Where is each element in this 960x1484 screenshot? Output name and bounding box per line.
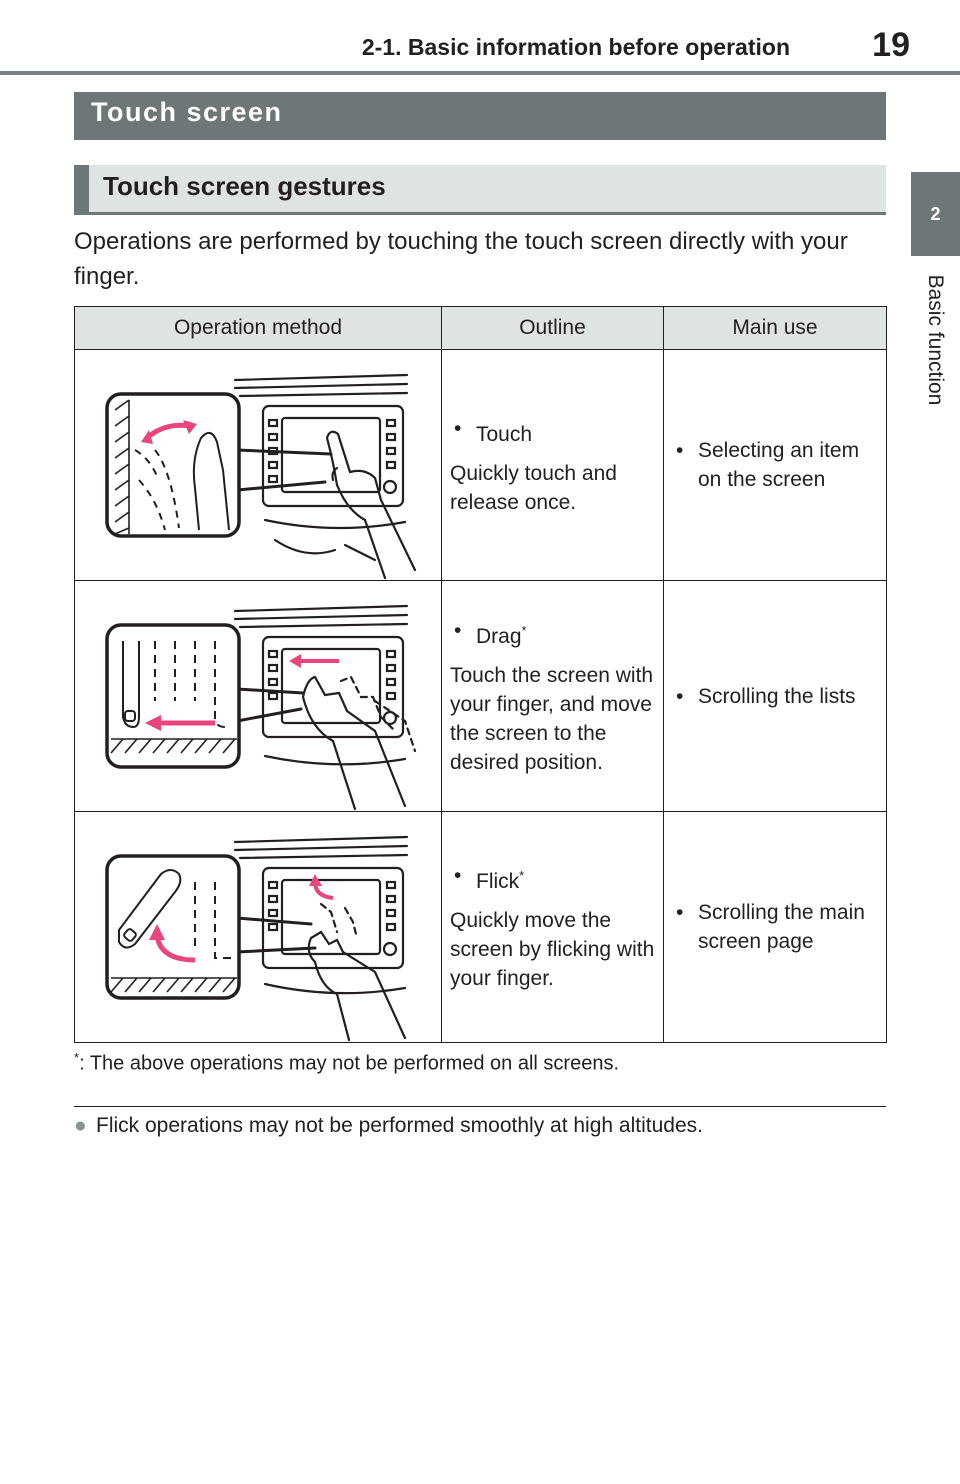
footnote: *: The above operations may not be perfo… — [74, 1050, 886, 1076]
note-divider — [74, 1106, 886, 1107]
table-row: • Flick* Quickly move the screen by flic… — [74, 811, 887, 1043]
gestures-table: Operation method Outline Main use — [74, 306, 887, 1043]
gesture-name: Touch — [476, 414, 532, 449]
main-use-text: Scrolling the main screen page — [698, 901, 865, 953]
touch-gesture-illustration — [105, 373, 417, 580]
main-use-cell: • Selecting an item on the screen — [663, 349, 887, 581]
drag-gesture-illustration — [105, 604, 417, 811]
footnote-star: * — [519, 868, 525, 883]
footnote-text: : The above operations may not be perfor… — [79, 1052, 620, 1075]
illustration-cell — [74, 811, 442, 1043]
gesture-name-text: Touch — [476, 422, 533, 446]
footnote-star: * — [521, 622, 527, 638]
main-use-text: Scrolling the lists — [698, 684, 856, 708]
gesture-description: Quickly touch and release once. — [450, 461, 617, 514]
note: ● Flick operations may not be performed … — [74, 1112, 886, 1140]
section-title: Touch screen — [74, 92, 886, 140]
subsection-title: Touch screen gestures — [74, 165, 886, 215]
illustration-cell — [74, 580, 442, 812]
table-row: • Touch Quickly touch and release once. … — [74, 349, 887, 581]
gesture-description: Quickly move the screen by flicking with… — [450, 909, 655, 990]
header-rule — [0, 71, 960, 75]
bullet-icon: • — [454, 618, 462, 642]
main-use-cell: • Scrolling the lists — [663, 580, 887, 812]
chapter-number: 2 — [930, 203, 941, 224]
table-header-row: Operation method Outline Main use — [74, 306, 887, 350]
gesture-name: Drag* — [476, 616, 527, 651]
illustration-cell — [74, 349, 442, 581]
chapter-label: Basic function — [924, 274, 947, 406]
bullet-icon: • — [454, 416, 462, 440]
bullet-icon: • — [676, 684, 684, 708]
outline-cell: • Touch Quickly touch and release once. — [441, 349, 664, 581]
flick-gesture-illustration — [105, 835, 409, 1042]
gesture-name-text: Drag — [476, 624, 522, 648]
page-header-title: 2-1. Basic information before operation — [361, 34, 790, 60]
table-row: • Drag* Touch the screen with your finge… — [74, 580, 887, 812]
footnote-mark: * — [74, 1050, 80, 1065]
column-header-operation-method: Operation method — [74, 306, 442, 350]
page-number: 19 — [872, 26, 910, 64]
bullet-icon: • — [676, 901, 684, 924]
intro-text: Operations are performed by touching the… — [74, 228, 848, 290]
column-header-outline: Outline — [441, 306, 664, 350]
bullet-icon: • — [676, 439, 684, 462]
main-use-cell: • Scrolling the main screen page — [663, 811, 887, 1043]
gesture-name: Flick* — [476, 861, 524, 896]
note-text: Flick operations may not be performed sm… — [96, 1114, 703, 1137]
note-bullet-icon: ● — [74, 1114, 87, 1137]
outline-cell: • Flick* Quickly move the screen by flic… — [441, 811, 664, 1043]
bullet-icon: • — [454, 864, 462, 887]
outline-cell: • Drag* Touch the screen with your finge… — [441, 580, 664, 812]
main-use-text: Selecting an item on the screen — [698, 439, 860, 491]
gesture-description: Touch the screen with your finger, and m… — [450, 663, 654, 774]
gesture-name-text: Flick — [476, 870, 520, 893]
column-header-main-use: Main use — [663, 306, 887, 350]
chapter-tab[interactable]: 2 — [911, 172, 960, 256]
